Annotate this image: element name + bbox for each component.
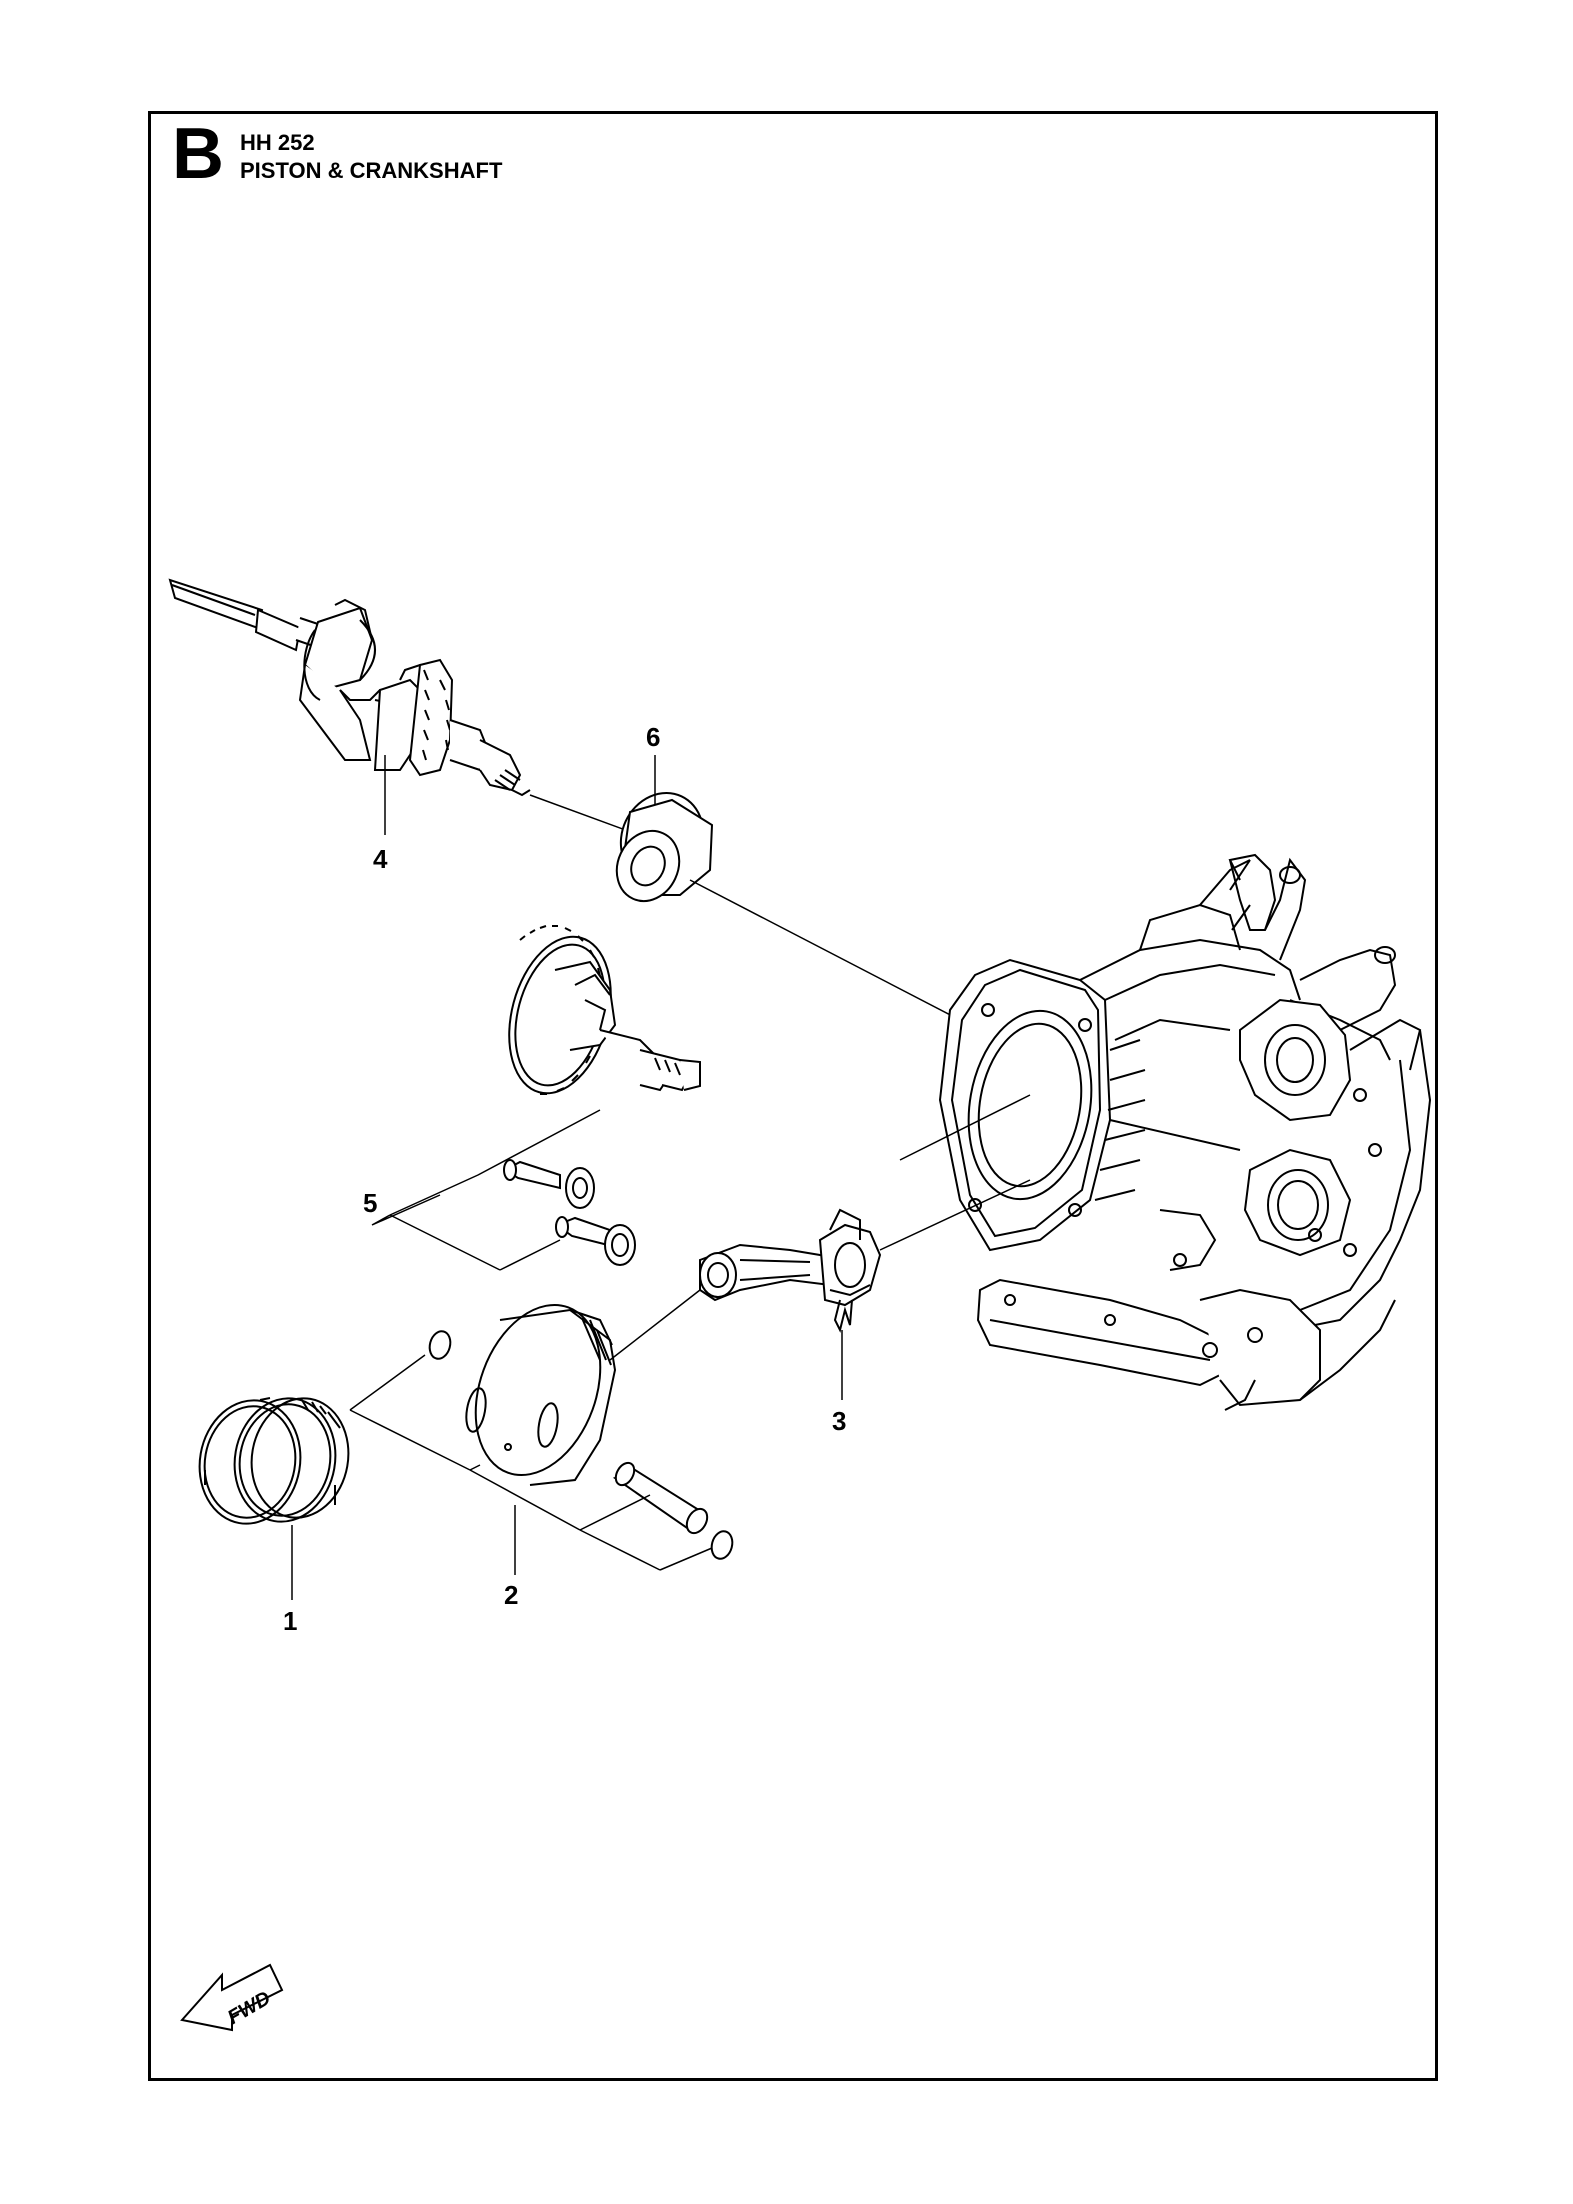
callout-1: 1 [283, 1606, 298, 1636]
circlip-lower [710, 1530, 734, 1560]
callout-leader-2 [469, 1469, 581, 1575]
crankshaft [168, 578, 531, 797]
callout-5: 5 [363, 1188, 378, 1218]
connecting-rod [699, 1208, 882, 1333]
piston [465, 1303, 617, 1486]
oil-seal [615, 792, 714, 903]
drawing-frame [148, 111, 1438, 2081]
piston-axis-line [609, 1289, 701, 1361]
callout-4: 4 [373, 844, 388, 874]
section-letter: B [172, 114, 224, 194]
camshaft-gear [508, 925, 701, 1095]
callout-bracket-2 [349, 1354, 713, 1571]
callout-6: 6 [646, 722, 661, 752]
diagram-title: PISTON & CRANKSHAFT [240, 158, 503, 183]
cylinder-axis-line [899, 1094, 1031, 1161]
piston-pin [612, 1461, 709, 1535]
camshaft-bolts [502, 1159, 636, 1266]
engine-block [938, 853, 1432, 1411]
fwd-arrow-icon [180, 1963, 284, 2032]
callout-3: 3 [832, 1406, 847, 1436]
conrod-axis-line [879, 1179, 1031, 1251]
model-number: HH 252 [240, 130, 315, 155]
circlip-upper [428, 1330, 452, 1360]
callout-bracket-5 [389, 1109, 601, 1271]
seal-axis-line [689, 879, 961, 1021]
callout-2: 2 [504, 1580, 519, 1610]
callout-leader-5 [371, 1194, 441, 1226]
piston-rings [198, 1397, 350, 1525]
